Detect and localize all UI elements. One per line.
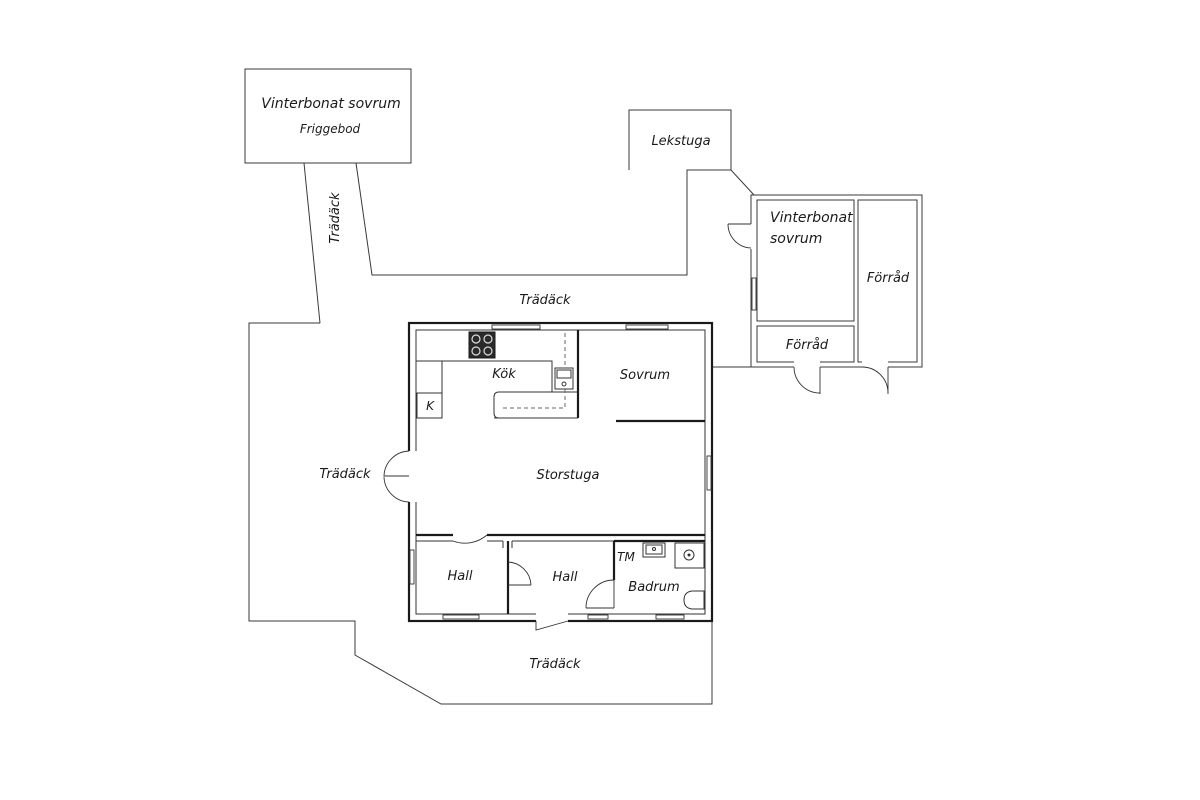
- deck-north-left-outline: [303, 162, 321, 324]
- kitchen-label: Kök: [492, 367, 516, 382]
- living-room-label: Storstuga: [537, 468, 600, 483]
- friggebod-sub-label: Friggebod: [300, 122, 361, 136]
- kitchen-counter-top: [442, 360, 553, 392]
- hall-south-window: [442, 614, 480, 620]
- friggebod-outline: [244, 68, 412, 164]
- annex-storage-small-label: Förråd: [786, 338, 829, 353]
- annex-storage-small-door: [793, 366, 821, 394]
- living-east-window: [706, 455, 712, 491]
- annex-west-door: [727, 223, 752, 249]
- annex-bedroom-label-line2: sovrum: [770, 231, 822, 247]
- labels: Vinterbonat sovrum Friggebod Lekstuga Vi…: [261, 96, 910, 672]
- south-entrance-door: [535, 620, 569, 631]
- deck-outlines: [244, 68, 755, 705]
- friggebod-title-label: Vinterbonat sovrum: [261, 96, 400, 112]
- hall-interior-door: [507, 561, 532, 586]
- bedroom-label: Sovrum: [620, 368, 670, 383]
- living-hall-door: [452, 534, 488, 544]
- annex-bedroom-box: [756, 199, 855, 322]
- annex-west-window: [751, 277, 757, 311]
- deck-north-label: Trädäck: [519, 293, 571, 308]
- annex-bedroom-label-line1: Vinterbonat: [770, 210, 853, 226]
- hall-right-south-window: [587, 614, 609, 620]
- hall-left-label: Hall: [448, 569, 473, 584]
- bathroom-label: Badrum: [628, 580, 679, 595]
- west-double-door: [383, 450, 410, 503]
- fixtures: [468, 331, 705, 610]
- bathroom-door: [585, 579, 615, 609]
- fridge-label: K: [426, 399, 435, 413]
- annex-outer-wall: [750, 194, 923, 368]
- fridge-box: [416, 392, 443, 419]
- stove-burners: [471, 334, 493, 356]
- hall-right-label: Hall: [553, 570, 578, 585]
- annex-storage-tall-label: Förråd: [867, 271, 910, 286]
- bathroom-south-window: [655, 614, 685, 620]
- deck-north-vertical-label: Trädäck: [328, 192, 343, 244]
- washer-label: TM: [617, 550, 635, 564]
- deck-north-right-outline: [355, 162, 755, 276]
- bedroom-window: [625, 324, 669, 330]
- toilet-icon: [683, 590, 705, 610]
- exterior-doors: [383, 450, 569, 631]
- main-house: [407, 321, 714, 623]
- hall-west-window: [409, 549, 415, 585]
- deck-west-south-outline: [248, 322, 713, 705]
- windows: [409, 324, 712, 620]
- lekstuga-label: Lekstuga: [651, 134, 710, 149]
- annex-storage-tall-door: [861, 366, 889, 394]
- hall-divider-stub: [502, 541, 513, 548]
- annex-building: [727, 194, 923, 394]
- lekstuga-outline: [628, 109, 732, 170]
- deck-west-label: Trädäck: [319, 467, 371, 482]
- deck-south-label: Trädäck: [529, 657, 581, 672]
- kitchen-window: [491, 324, 541, 330]
